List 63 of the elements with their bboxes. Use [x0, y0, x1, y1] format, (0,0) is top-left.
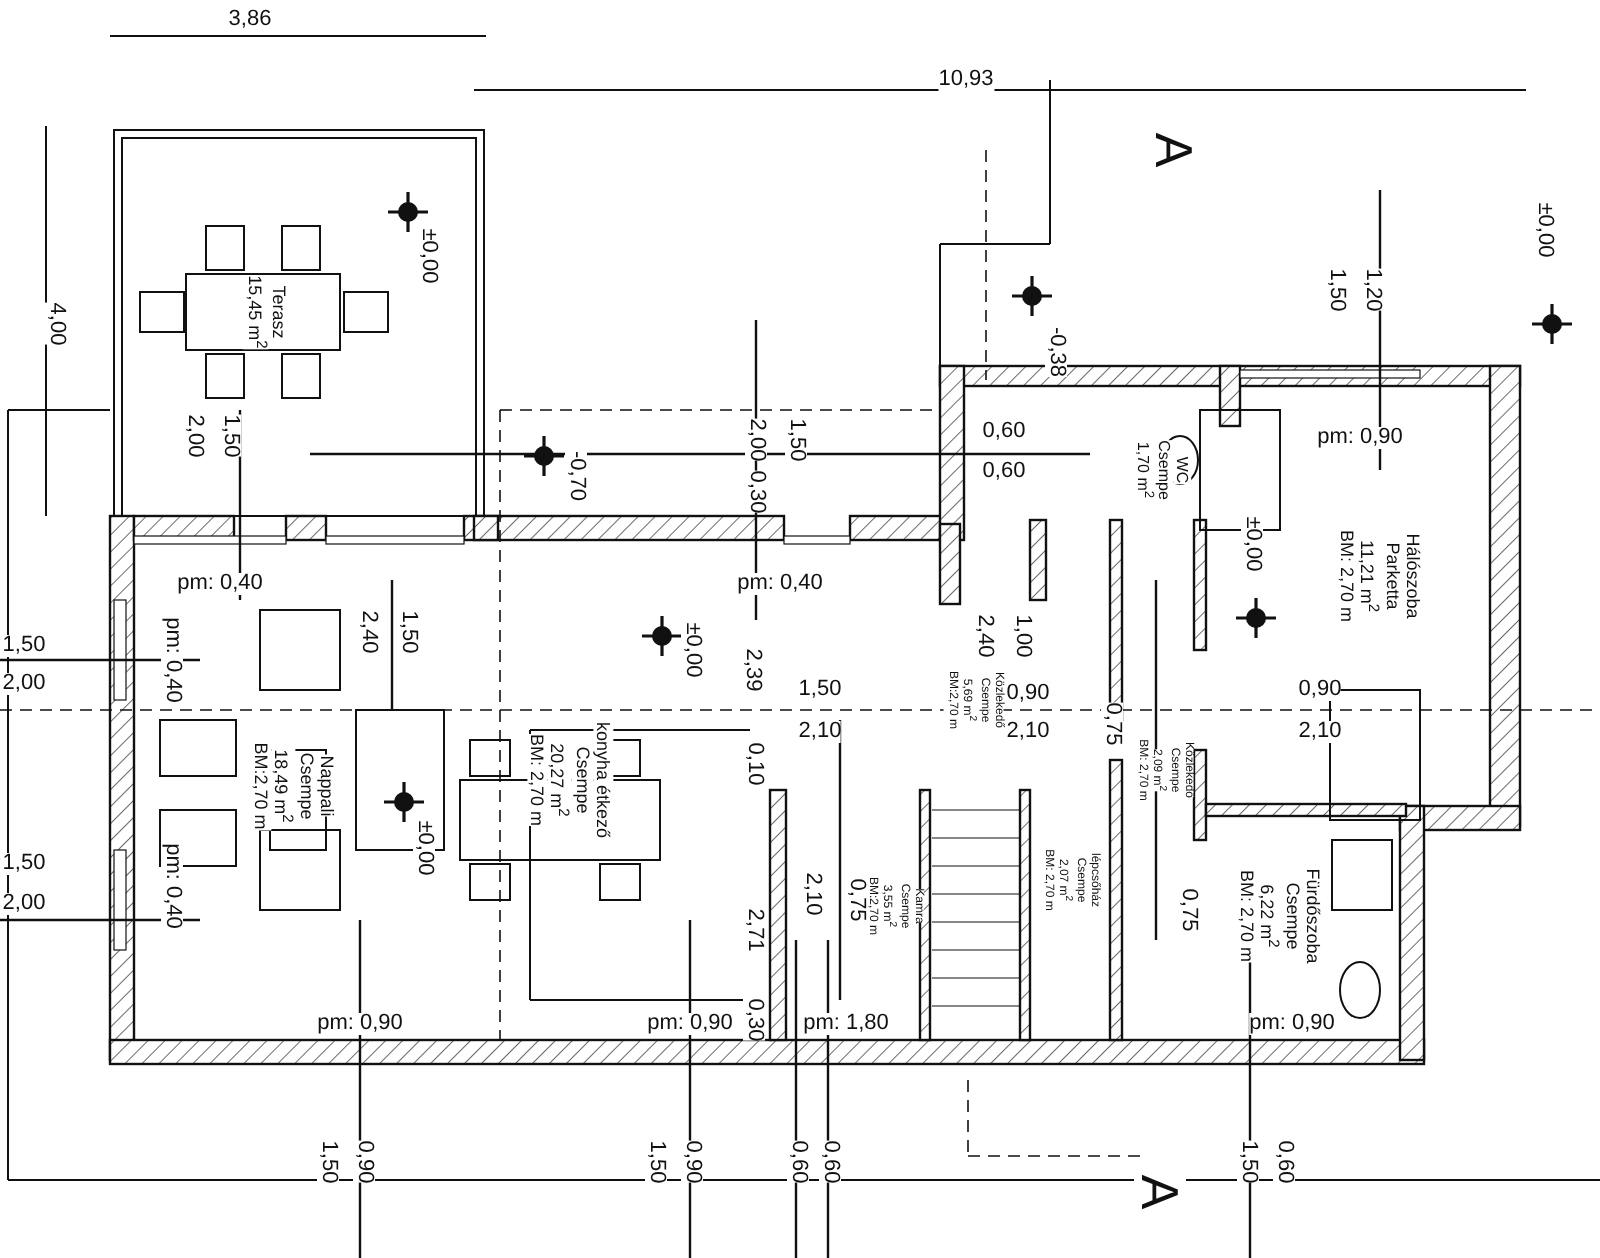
- dimension-text: ±0,00: [1533, 202, 1555, 258]
- dimension-text: pm: 0,40: [177, 573, 263, 595]
- dimension-text: 2,00: [2, 893, 46, 915]
- dimension-text: ±0,00: [681, 622, 703, 678]
- dimension-text: pm: 0,40: [161, 617, 183, 703]
- room-label: konyha étkező Csempe 20,27 m$^{2}$ BM: 2,70 m: [526, 721, 614, 839]
- dimension-text: 0,75: [1177, 888, 1199, 932]
- dimension-text: 0,90: [681, 1140, 703, 1184]
- dimension-text: 0,60: [982, 421, 1026, 443]
- dimension-text: 0,75: [845, 878, 867, 922]
- dimension-text: 0,10: [743, 742, 765, 786]
- dimension-text: 2,10: [798, 721, 842, 743]
- dimension-text: 2,00: [2, 673, 46, 695]
- dimension-text: pm: 0,90: [317, 1013, 403, 1035]
- dimension-text: 0,60: [1273, 1140, 1295, 1184]
- dimension-text: 1,50: [1325, 268, 1347, 312]
- dimension-text: pm: 0,40: [737, 573, 823, 595]
- dimension-text: 0,90: [353, 1140, 375, 1184]
- dimension-text: 2,00: [745, 418, 767, 462]
- section-marker: A: [1134, 1174, 1186, 1210]
- dimension-text: 0,60: [819, 1140, 841, 1184]
- dimension-text: 2,10: [801, 872, 823, 916]
- dimension-text: pm: 0,90: [1249, 1013, 1335, 1035]
- dimension-text: ±0,00: [413, 820, 435, 876]
- dimension-text: ±0,00: [1241, 516, 1263, 572]
- dimension-text: 10,93: [938, 69, 994, 91]
- dimension-text: 2,10: [1298, 721, 1342, 743]
- dimension-text: 2,71: [743, 908, 765, 952]
- dimension-text: 1,50: [645, 1140, 667, 1184]
- dimension-text: pm: 1,80: [803, 1013, 889, 1035]
- dimension-text: 0,60: [982, 461, 1026, 483]
- dimension-text: 1,50: [798, 679, 842, 701]
- dimension-text: 1,50: [2, 635, 46, 657]
- dimension-text: 0,90: [1298, 679, 1342, 701]
- dimension-text: 4,00: [45, 302, 67, 346]
- dimension-text: pm: 0,40: [161, 843, 183, 929]
- dimension-text: 1,50: [1237, 1140, 1259, 1184]
- dimension-text: 0,90: [1006, 683, 1050, 705]
- dimension-text: 1,50: [397, 610, 419, 654]
- dimension-text: ±0,00: [417, 228, 439, 284]
- room-label: Nappali Csempe 18,49 m$^{2}$ BM:2,70 m: [250, 742, 338, 830]
- room-label: Fürdőszoba Csempe 6,22 m$^{2}$ BM: 2,70 m: [1236, 868, 1324, 964]
- dimension-text: 1,50: [317, 1140, 339, 1184]
- dimension-text: pm: 0,90: [647, 1013, 733, 1035]
- dimension-text: 2,40: [973, 614, 995, 658]
- dimension-text: -0,38: [1045, 326, 1067, 378]
- dimension-text: 2,39: [741, 648, 763, 692]
- dimension-text: 0,75: [1101, 702, 1123, 746]
- dimension-text: pm: 0,90: [1317, 427, 1403, 449]
- dimension-text: 0,30: [745, 470, 767, 514]
- dimension-text: 1,00: [1011, 614, 1033, 658]
- dimension-text: 1,20: [1361, 268, 1383, 312]
- dimension-text: 1,50: [219, 414, 241, 458]
- dimension-text: 2,40: [357, 610, 379, 654]
- dimension-text: 0,30: [743, 998, 765, 1042]
- dimension-text: -0,70: [565, 450, 587, 502]
- room-label: Hálószoba Parketta 11,21 m$^{2}$ BM: 2,70 m: [1336, 530, 1424, 622]
- dimension-text: 1,50: [785, 418, 807, 462]
- dimension-text: 0,60: [787, 1140, 809, 1184]
- dimension-text: 3,86: [228, 9, 272, 31]
- dimension-text: 1,50: [2, 853, 46, 875]
- dimension-text: 2,10: [1006, 721, 1050, 743]
- dimension-text: 2,00: [183, 414, 205, 458]
